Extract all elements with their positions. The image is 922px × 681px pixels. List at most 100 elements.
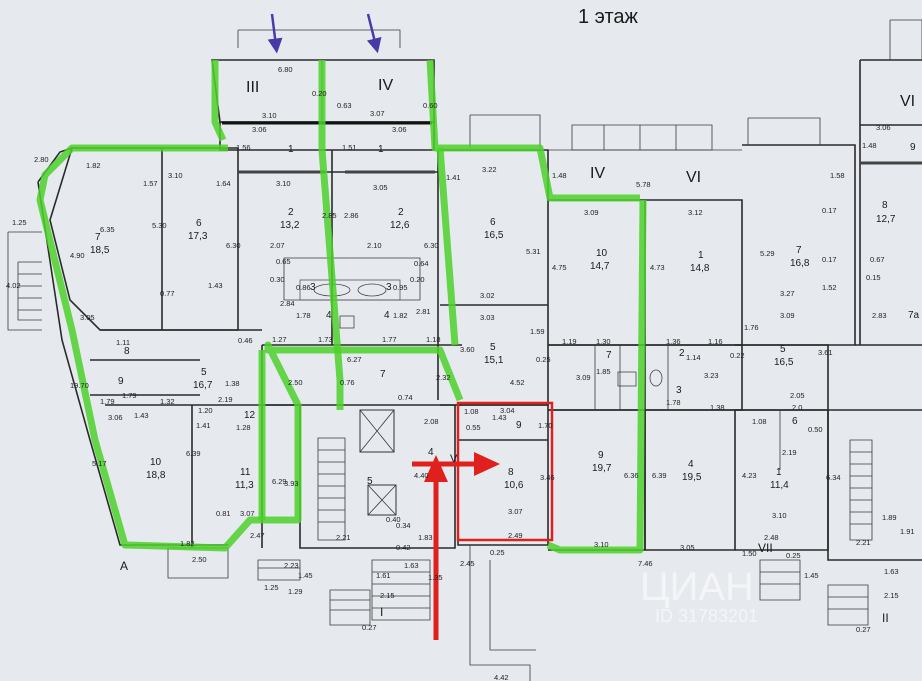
room-label-l10a: 18,8 bbox=[146, 470, 166, 481]
dimension-label-d232: 2.32 bbox=[436, 373, 451, 382]
room-label-l7a: 18,5 bbox=[90, 245, 110, 256]
room-label-l6: 6 bbox=[196, 218, 202, 229]
room-label-c8: 8 bbox=[508, 467, 514, 478]
dimension-label-d125: 1.25 bbox=[12, 218, 27, 227]
dimension-label-d034: 0.34 bbox=[396, 521, 411, 530]
room-label-b4b: 4 bbox=[384, 310, 390, 321]
dimension-label-d164: 1.64 bbox=[216, 179, 231, 188]
room-label-r5: 5 bbox=[780, 344, 786, 355]
watermark-brand: ЦИАН bbox=[640, 565, 754, 609]
room-label-l5a: 16,7 bbox=[193, 380, 213, 391]
dimension-label-d185: 1.85 bbox=[596, 367, 611, 376]
dimension-label-d306d: 3.06 bbox=[108, 413, 123, 422]
dimension-label-d283: 2.83 bbox=[872, 311, 887, 320]
room-labels: 7 18,5 6 17,3 5 16,7 8 9 10 18,8 11 11,3… bbox=[90, 142, 920, 491]
dimension-label-d629: 6.29 bbox=[272, 477, 287, 486]
dimension-label-d183: 1.83 bbox=[418, 533, 433, 542]
dimension-label-d423: 4.23 bbox=[742, 471, 757, 480]
room-label-r1: 1 bbox=[698, 250, 704, 261]
dimension-label-d136: 1.36 bbox=[666, 337, 681, 346]
dimension-label-d128: 1.28 bbox=[236, 423, 251, 432]
dimension-label-d639a: 6.39 bbox=[186, 449, 201, 458]
dimension-label-d141b: 1.41 bbox=[196, 421, 211, 430]
room-label-b3b: 3 bbox=[386, 282, 392, 293]
dimension-label-d452: 4.52 bbox=[510, 378, 525, 387]
dimension-label-d017b: 0.17 bbox=[822, 255, 837, 264]
section-label-VI-right: VI bbox=[900, 93, 915, 110]
room-label-b1b: 1 bbox=[378, 144, 384, 155]
dimension-label-d205: 2.05 bbox=[790, 391, 805, 400]
room-label-b3a: 3 bbox=[310, 282, 316, 293]
dimension-label-d346: 3.46 bbox=[540, 473, 555, 482]
section-label-VI-mid: VI bbox=[686, 169, 701, 186]
dimension-label-d634: 6.34 bbox=[826, 473, 841, 482]
dimension-label-d178b: 1.78 bbox=[666, 398, 681, 407]
dimension-label-d086: 0.86 bbox=[296, 283, 311, 292]
dimension-label-d635: 6.35 bbox=[100, 225, 115, 234]
dimension-label-d304: 3.04 bbox=[500, 406, 515, 415]
dimension-label-d280: 2.80 bbox=[34, 155, 49, 164]
dimension-label-d306b: 3.06 bbox=[392, 125, 407, 134]
purple-arrows bbox=[267, 13, 382, 54]
dimension-label-d531: 5.31 bbox=[526, 247, 541, 256]
room-label-l12: 12 bbox=[244, 410, 256, 421]
dimension-label-d145: 1.45 bbox=[298, 571, 313, 580]
dimension-label-d179b: 1.79 bbox=[122, 391, 137, 400]
dimension-label-d046: 0.46 bbox=[238, 336, 253, 345]
dimension-label-d158: 1.58 bbox=[830, 171, 845, 180]
dimension-label-d042: 0.42 bbox=[396, 543, 411, 552]
dimension-label-d138a: 1.38 bbox=[225, 379, 240, 388]
room-label-fr7a: 7а bbox=[908, 310, 920, 321]
room-label-r1b: 1 bbox=[776, 467, 782, 478]
dimension-label-d475: 4.75 bbox=[552, 263, 567, 272]
dimension-label-d067: 0.67 bbox=[870, 255, 885, 264]
section-label-A: A bbox=[120, 559, 128, 573]
dimension-label-d050: 0.50 bbox=[808, 425, 823, 434]
dimension-label-d130: 1.30 bbox=[596, 337, 611, 346]
room-label-fr9: 9 bbox=[910, 142, 916, 153]
dimension-label-d025b: 0.25 bbox=[490, 548, 505, 557]
room-label-b2b: 2 bbox=[398, 207, 404, 218]
room-label-c5a: 15,1 bbox=[484, 355, 504, 366]
dimension-label-d076: 0.76 bbox=[340, 378, 355, 387]
dimension-label-d148b: 1.48 bbox=[862, 141, 877, 150]
dimension-label-d135: 1.35 bbox=[428, 573, 443, 582]
dimension-label-d215a: 2.15 bbox=[380, 591, 395, 600]
dimension-label-d219b: 2.19 bbox=[782, 448, 797, 457]
room-label-c6a: 16,5 bbox=[484, 230, 504, 241]
room-label-c10: 10 bbox=[596, 248, 608, 259]
room-label-b2a: 2 bbox=[288, 207, 294, 218]
dimension-label-d020: 0.20 bbox=[312, 89, 327, 98]
room-label-l8: 8 bbox=[124, 346, 130, 357]
dimension-label-d161: 1.61 bbox=[376, 571, 391, 580]
dimension-label-d163b: 1.63 bbox=[884, 567, 899, 576]
dimension-label-d286: 2.86 bbox=[344, 211, 359, 220]
dimension-label-d310e: 3.10 bbox=[772, 511, 787, 520]
dimension-label-d393: 3.93 bbox=[284, 479, 299, 488]
dimension-label-d132: 1.32 bbox=[160, 397, 175, 406]
room-label-r1ba: 11,4 bbox=[770, 480, 789, 491]
dimension-label-d138b: 1.38 bbox=[710, 403, 725, 412]
dimension-label-d310b: 3.10 bbox=[168, 171, 183, 180]
dimension-label-d210: 2.10 bbox=[367, 241, 382, 250]
room-label-c9: 9 bbox=[598, 450, 604, 461]
dimension-label-d310c: 3.10 bbox=[276, 179, 291, 188]
section-label-IV-mid: IV bbox=[590, 165, 605, 182]
dimension-label-d030: 0.30 bbox=[270, 275, 285, 284]
dimension-label-d163: 1.63 bbox=[404, 561, 419, 570]
dimension-label-d473: 4.73 bbox=[650, 263, 665, 272]
selected-apartment-frame bbox=[456, 401, 554, 542]
dimension-label-d027b: 0.27 bbox=[856, 625, 871, 634]
dimension-label-d118: 1.18 bbox=[426, 335, 441, 344]
room-label-c5: 5 bbox=[490, 342, 496, 353]
watermark-id: ID 31783201 bbox=[655, 606, 758, 626]
dimension-label-d111: 1.11 bbox=[116, 338, 130, 347]
dimension-label-d025c: 0.25 bbox=[786, 551, 801, 560]
room-label-b4a: 4 bbox=[326, 310, 332, 321]
dimension-label-d636: 6.36 bbox=[624, 471, 639, 480]
room-label-r6: 6 bbox=[792, 416, 798, 427]
room-label-c8a: 10,6 bbox=[504, 480, 524, 491]
dimension-label-d305c: 3.05 bbox=[680, 543, 695, 552]
